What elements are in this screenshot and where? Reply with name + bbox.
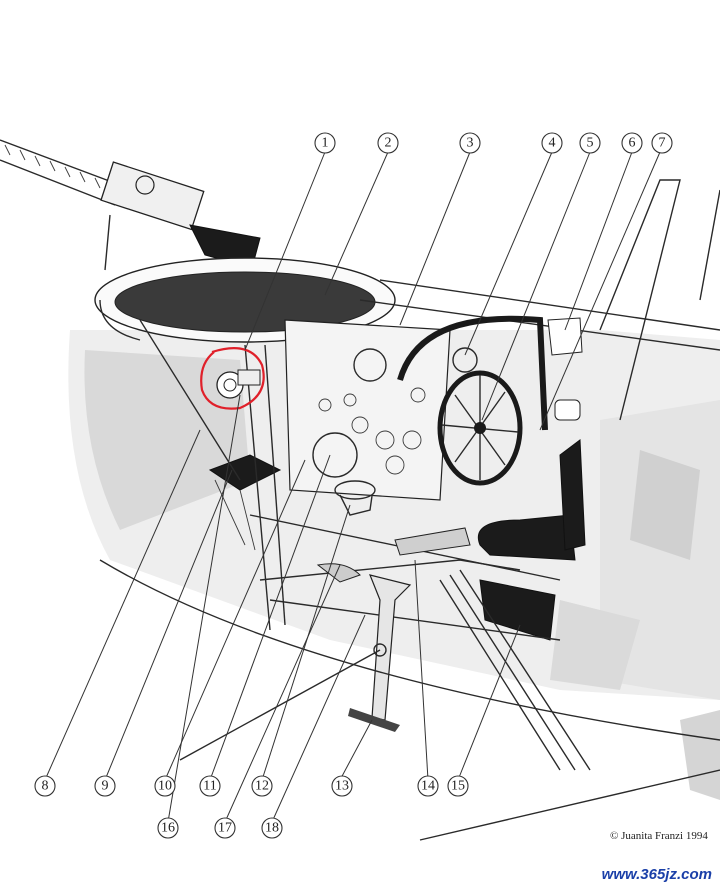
callout-6: 6 bbox=[621, 132, 643, 154]
callout-17: 17 bbox=[214, 817, 236, 839]
svg-text:8: 8 bbox=[42, 779, 49, 794]
callout-15: 15 bbox=[447, 775, 469, 797]
callout-9: 9 bbox=[94, 775, 116, 797]
svg-text:2: 2 bbox=[385, 136, 392, 151]
struts bbox=[139, 179, 720, 631]
callout-4: 4 bbox=[541, 132, 563, 154]
callout-14: 14 bbox=[417, 775, 439, 797]
svg-text:7: 7 bbox=[659, 136, 666, 151]
svg-text:4: 4 bbox=[549, 136, 556, 151]
svg-text:13: 13 bbox=[335, 779, 349, 794]
callout-8: 8 bbox=[34, 775, 56, 797]
svg-text:18: 18 bbox=[265, 821, 279, 836]
floor-structure bbox=[99, 480, 720, 841]
callout-13: 13 bbox=[331, 775, 353, 797]
cockpit-coaming bbox=[94, 257, 720, 351]
copyright-credit: © Juanita Franzi 1994 bbox=[610, 830, 708, 842]
callout-10: 10 bbox=[154, 775, 176, 797]
instrument-panel bbox=[284, 319, 451, 501]
callout-5: 5 bbox=[579, 132, 601, 154]
callout-16: 16 bbox=[157, 817, 179, 839]
control-wheel bbox=[397, 315, 548, 486]
callout-7: 7 bbox=[651, 132, 673, 154]
callout-11: 11 bbox=[199, 775, 221, 797]
svg-text:3: 3 bbox=[467, 136, 474, 151]
svg-text:16: 16 bbox=[161, 821, 175, 836]
callout-18: 18 bbox=[261, 817, 283, 839]
callout-12: 12 bbox=[251, 775, 273, 797]
callout-2: 2 bbox=[377, 132, 399, 154]
svg-text:9: 9 bbox=[102, 779, 109, 794]
callout-3: 3 bbox=[459, 132, 481, 154]
svg-text:14: 14 bbox=[421, 779, 435, 794]
svg-text:17: 17 bbox=[218, 821, 232, 836]
svg-text:10: 10 bbox=[158, 779, 172, 794]
machine-gun bbox=[0, 139, 261, 271]
callout-1: 1 bbox=[314, 132, 336, 154]
svg-text:5: 5 bbox=[587, 136, 594, 151]
svg-text:6: 6 bbox=[629, 136, 636, 151]
svg-text:11: 11 bbox=[203, 779, 216, 794]
highlighted-fitting bbox=[200, 347, 265, 410]
svg-text:12: 12 bbox=[255, 779, 269, 794]
leader-lines bbox=[44, 151, 661, 823]
site-watermark: www.365jz.com bbox=[601, 866, 712, 883]
svg-text:1: 1 bbox=[322, 136, 329, 151]
red-highlight-circle bbox=[200, 347, 265, 410]
fuselage-body bbox=[68, 330, 720, 800]
svg-text:15: 15 bbox=[451, 779, 465, 794]
